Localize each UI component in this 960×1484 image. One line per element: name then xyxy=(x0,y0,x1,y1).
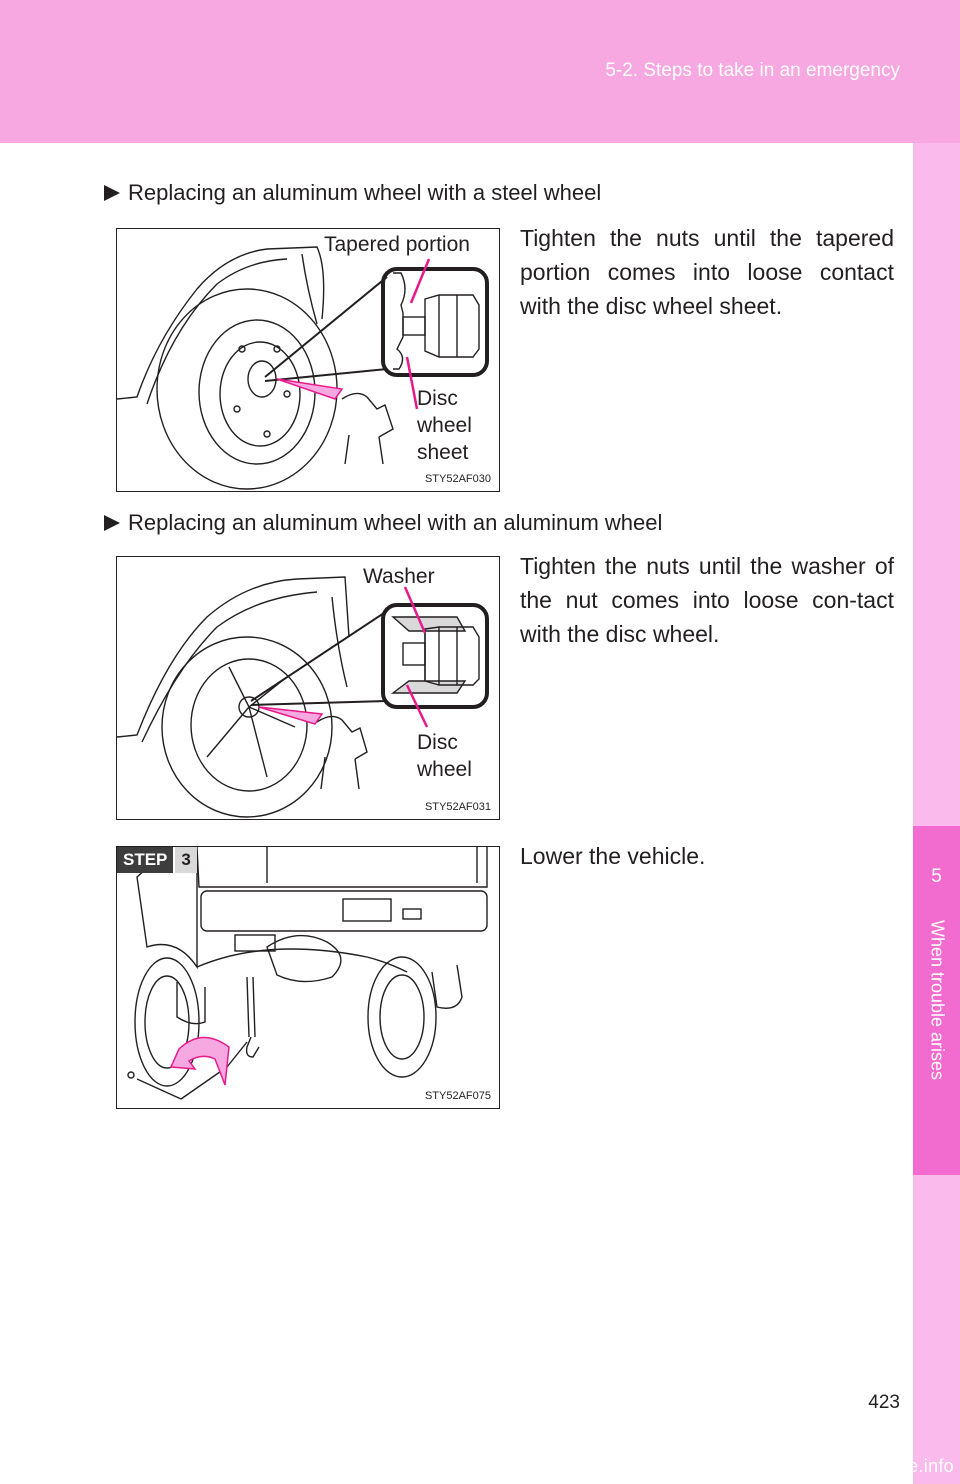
figure-steel-wheel: Tapered portion Disc wheel sheet STY52AF… xyxy=(116,228,500,492)
instruction-steel: Tighten the nuts until the tapered porti… xyxy=(520,225,894,319)
triangle-bullet-icon xyxy=(104,515,120,531)
instruction-aluminum: Tighten the nuts until the washer of the… xyxy=(520,553,894,647)
label-tapered-portion: Tapered portion xyxy=(324,233,470,256)
figure-code: STY52AF075 xyxy=(424,1090,491,1102)
aluminum-wheel-illustration xyxy=(117,576,489,818)
step-badge: STEP 3 xyxy=(117,847,197,873)
section-title: 5-2. Steps to take in an emergency xyxy=(605,60,900,81)
lower-vehicle-illustration xyxy=(127,847,488,1100)
triangle-bullet-icon xyxy=(104,185,120,201)
page-number: 423 xyxy=(868,1392,900,1413)
chapter-title: When trouble arises xyxy=(927,919,948,1081)
section-heading-aluminum: Replacing an aluminum wheel with an alum… xyxy=(104,510,662,536)
chapter-tab xyxy=(913,826,960,1175)
steel-wheel-illustration xyxy=(117,246,489,490)
step-label: STEP xyxy=(117,847,174,873)
figure-code: STY52AF030 xyxy=(424,473,491,485)
label-disc-wheel: Disc wheel xyxy=(417,731,472,781)
page-header: 5-2. Steps to take in an emergency xyxy=(0,0,960,143)
label-disc-wheel-sheet: Disc wheel sheet xyxy=(417,387,472,464)
figure-aluminum-wheel: Washer Disc wheel STY52AF031 xyxy=(116,556,500,820)
figure-lower-vehicle: STEP 3 STY52AF075 xyxy=(116,846,500,1109)
chapter-number: 5 xyxy=(931,866,942,887)
side-tab xyxy=(913,143,960,1484)
figure-code: STY52AF031 xyxy=(424,801,491,813)
section-heading-steel: Replacing an aluminum wheel with a steel… xyxy=(104,180,601,206)
label-washer: Washer xyxy=(363,565,435,588)
instruction-step3: Lower the vehicle. xyxy=(520,843,706,869)
step-number: 3 xyxy=(173,847,197,873)
watermark: carmanualsonline.info xyxy=(772,1456,954,1476)
